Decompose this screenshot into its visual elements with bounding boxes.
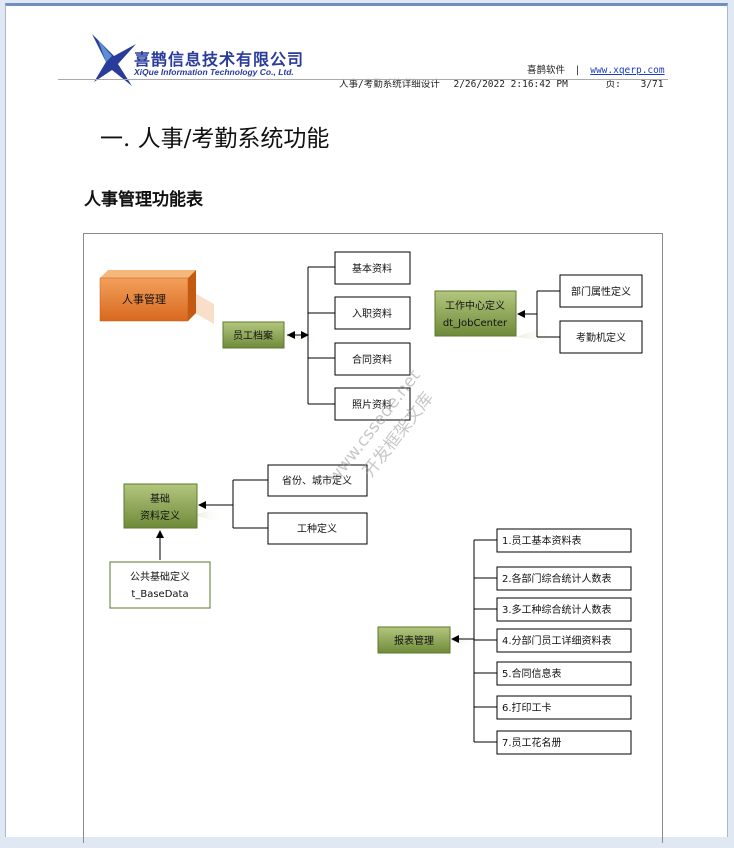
header-separator: |	[574, 65, 581, 76]
entry-info-label: 入职资料	[352, 307, 392, 320]
diagram-canvas: 人事管理 员工档案 基本资料 入职资料	[99, 251, 643, 755]
report-item-5	[496, 661, 632, 686]
page-label: 页:	[605, 79, 621, 90]
base-data-tree: 基础 资料定义 省份、城市定义 工种定义 公共基础定义 t_BaseData	[109, 464, 368, 609]
report-item-label: 4.分部门员工详细资料表	[502, 634, 612, 647]
report-item-6	[496, 695, 632, 720]
basic-info-node	[334, 251, 411, 285]
employee-file-node	[222, 321, 285, 349]
doc-title: 人事/考勤系统详细设计	[339, 79, 440, 90]
report-item-7	[496, 730, 632, 755]
company-name-en: XiQue Information Technology Co., Ltd.	[134, 67, 294, 77]
province-city-node	[267, 464, 368, 497]
report-item-3	[496, 597, 632, 622]
doc-date: 2/26/2022 2:16:42 PM	[453, 79, 568, 90]
section-heading: 一. 人事/考勤系统功能	[100, 126, 330, 152]
document-page: 喜鹊信息技术有限公司 XiQue Information Technology …	[5, 3, 728, 843]
report-item-label: 2.各部门综合统计人数表	[502, 572, 612, 585]
contract-info-label: 合同资料	[352, 353, 392, 366]
report-item-label: 6.打印工卡	[502, 701, 552, 714]
photo-info-label: 照片资料	[352, 398, 392, 411]
photo-info-node	[334, 387, 411, 421]
reports-node	[377, 626, 451, 654]
work-center-label-2: dt_JobCenter	[443, 318, 508, 329]
attendance-machine-label: 考勤机定义	[576, 331, 626, 344]
header-software-line: 喜鹊软件 | www.xqerp.com	[527, 62, 665, 76]
work-center-tree: 工作中心定义 dt_JobCenter 部门属性定义 考勤机定义	[434, 274, 643, 354]
hr-management-label: 人事管理	[122, 292, 166, 306]
reports-tree: 报表管理 1.员工基本资料表 2.各部门综合统计人数表 3.多工种综合统计人数表…	[377, 528, 632, 755]
basic-info-label: 基本资料	[352, 262, 392, 275]
company-logo	[92, 34, 136, 86]
public-base-label-1: 公共基础定义	[130, 570, 190, 583]
company-name-cn: 喜鹊信息技术有限公司	[134, 50, 305, 69]
employee-file-tree: 员工档案 基本资料 入职资料 合同资料 照片资料	[222, 251, 411, 421]
report-item-4	[496, 628, 632, 653]
job-type-label: 工种定义	[297, 522, 337, 535]
work-center-node	[434, 290, 517, 337]
reports-label: 报表管理	[394, 634, 434, 647]
report-item-label: 7.员工花名册	[502, 736, 562, 749]
report-item-label: 1.员工基本资料表	[502, 534, 582, 547]
base-data-node	[123, 483, 198, 529]
header-doc-line: 人事/考勤系统详细设计 2/26/2022 2:16:42 PM 页: 3/71	[339, 76, 663, 90]
work-center-label-1: 工作中心定义	[445, 299, 505, 312]
watermark: www.cssede.net 开发框架文库	[324, 366, 437, 487]
province-city-label: 省份、城市定义	[282, 474, 352, 487]
dept-attr-node	[559, 274, 643, 308]
page-number: 3/71	[640, 79, 664, 90]
website-link[interactable]: www.xqerp.com	[590, 65, 665, 76]
header-rule	[58, 79, 668, 80]
subsection-heading: 人事管理功能表	[84, 190, 203, 210]
report-item-label: 5.合同信息表	[502, 667, 562, 680]
report-item-label: 3.多工种综合统计人数表	[502, 603, 612, 616]
entry-info-node	[334, 296, 411, 330]
base-data-label-2: 资料定义	[140, 509, 180, 522]
contract-info-node	[334, 342, 411, 376]
report-item-2	[496, 566, 632, 591]
public-base-label-2: t_BaseData	[131, 589, 188, 600]
base-data-label-1: 基础	[150, 492, 170, 505]
report-item-1	[496, 528, 632, 553]
job-type-node	[267, 512, 368, 545]
software-name: 喜鹊软件	[527, 65, 566, 76]
hr-management-box: 人事管理	[99, 270, 214, 324]
hr-function-diagram: 人事管理 员工档案 基本资料 入职资料	[83, 233, 663, 843]
public-base-node	[109, 561, 211, 609]
attendance-machine-node	[559, 320, 643, 354]
employee-file-label: 员工档案	[233, 329, 273, 342]
dept-attr-label: 部门属性定义	[571, 285, 631, 298]
